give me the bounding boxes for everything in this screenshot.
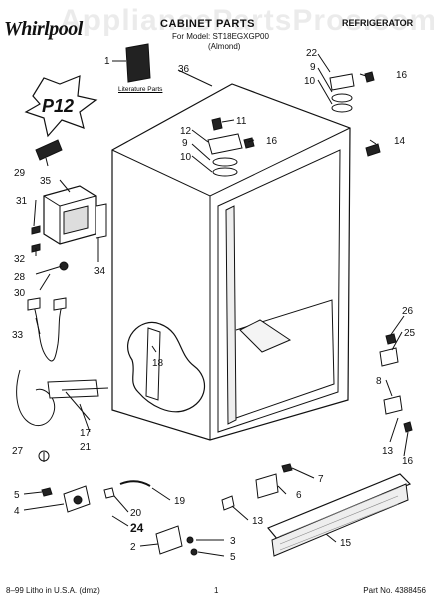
callout-15: 15 (340, 538, 352, 549)
callout-16: 16 (402, 456, 414, 467)
leveling-bracket (379, 347, 399, 367)
callout-27: 27 (12, 446, 24, 457)
diagram-title: CABINET PARTS (160, 18, 255, 30)
callout-16: 16 (396, 70, 408, 81)
callout-5: 5 (230, 552, 236, 563)
callout-28: 28 (14, 272, 26, 283)
base-grille (267, 473, 412, 541)
callout-36: 36 (178, 64, 190, 75)
water-tube (119, 480, 151, 487)
callout-17: 17 (80, 428, 92, 439)
callout-30: 30 (14, 288, 26, 299)
callout-4: 4 (14, 506, 20, 517)
callout-11: 11 (236, 116, 247, 127)
footer-part-number: Part No. 4388456 (363, 586, 426, 595)
callout-32: 32 (14, 254, 26, 265)
callout-21: 21 (80, 442, 92, 453)
callout-20: 20 (130, 508, 142, 519)
roller-bracket (255, 473, 279, 499)
top-hinge-right (329, 73, 355, 91)
callout-6: 6 (296, 490, 302, 501)
color-variant: (Almond) (208, 42, 241, 51)
callout-7: 7 (318, 474, 324, 485)
footer-page-number: 1 (214, 586, 219, 595)
p12-badge (24, 75, 98, 138)
callout-2: 2 (130, 542, 136, 553)
wire-harness (33, 305, 63, 362)
power-cord (16, 369, 56, 427)
bottom-hinge (383, 395, 403, 415)
callout-13: 13 (252, 516, 264, 527)
watermark: AppliancePartsPros.com (60, 4, 434, 37)
callout-26: 26 (402, 306, 414, 317)
callout-22: 22 (306, 48, 318, 59)
callout-19: 19 (174, 496, 186, 507)
callout-25: 25 (404, 328, 416, 339)
callout-35: 35 (40, 176, 52, 187)
callout-9: 9 (182, 138, 188, 149)
callout-5: 5 (14, 490, 20, 501)
valve-bracket (155, 525, 183, 555)
callout-33: 33 (12, 330, 24, 341)
callout-34: 34 (94, 266, 106, 277)
callout-29: 29 (14, 168, 26, 179)
callout-1: 1 (104, 56, 110, 67)
cabinet-opening (217, 149, 341, 433)
callout-9: 9 (310, 62, 316, 73)
badge-text: P12 (42, 96, 74, 116)
literature-label: Literature Parts (118, 86, 163, 93)
model-line: For Model: ST18EGXGP00 (172, 32, 269, 41)
brand-logo: Whirlpool (4, 18, 83, 40)
callout-8: 8 (376, 376, 382, 387)
terminal-block (35, 139, 63, 161)
footer-printed: 8–99 Litho in U.S.A. (dmz) (6, 586, 100, 595)
callout-10: 10 (304, 76, 316, 87)
callout-31: 31 (16, 196, 28, 207)
callout-10: 10 (180, 152, 192, 163)
callout-3: 3 (230, 536, 236, 547)
callout-13: 13 (382, 446, 394, 457)
category-label: REFRIGERATOR (342, 18, 414, 28)
callout-18: 18 (152, 358, 164, 369)
callout-16: 16 (266, 136, 278, 147)
literature-card (125, 43, 151, 83)
callout-24: 24 (130, 521, 144, 535)
callout-14: 14 (394, 136, 406, 147)
callout-12: 12 (180, 126, 192, 137)
top-hinge-center (207, 133, 243, 155)
